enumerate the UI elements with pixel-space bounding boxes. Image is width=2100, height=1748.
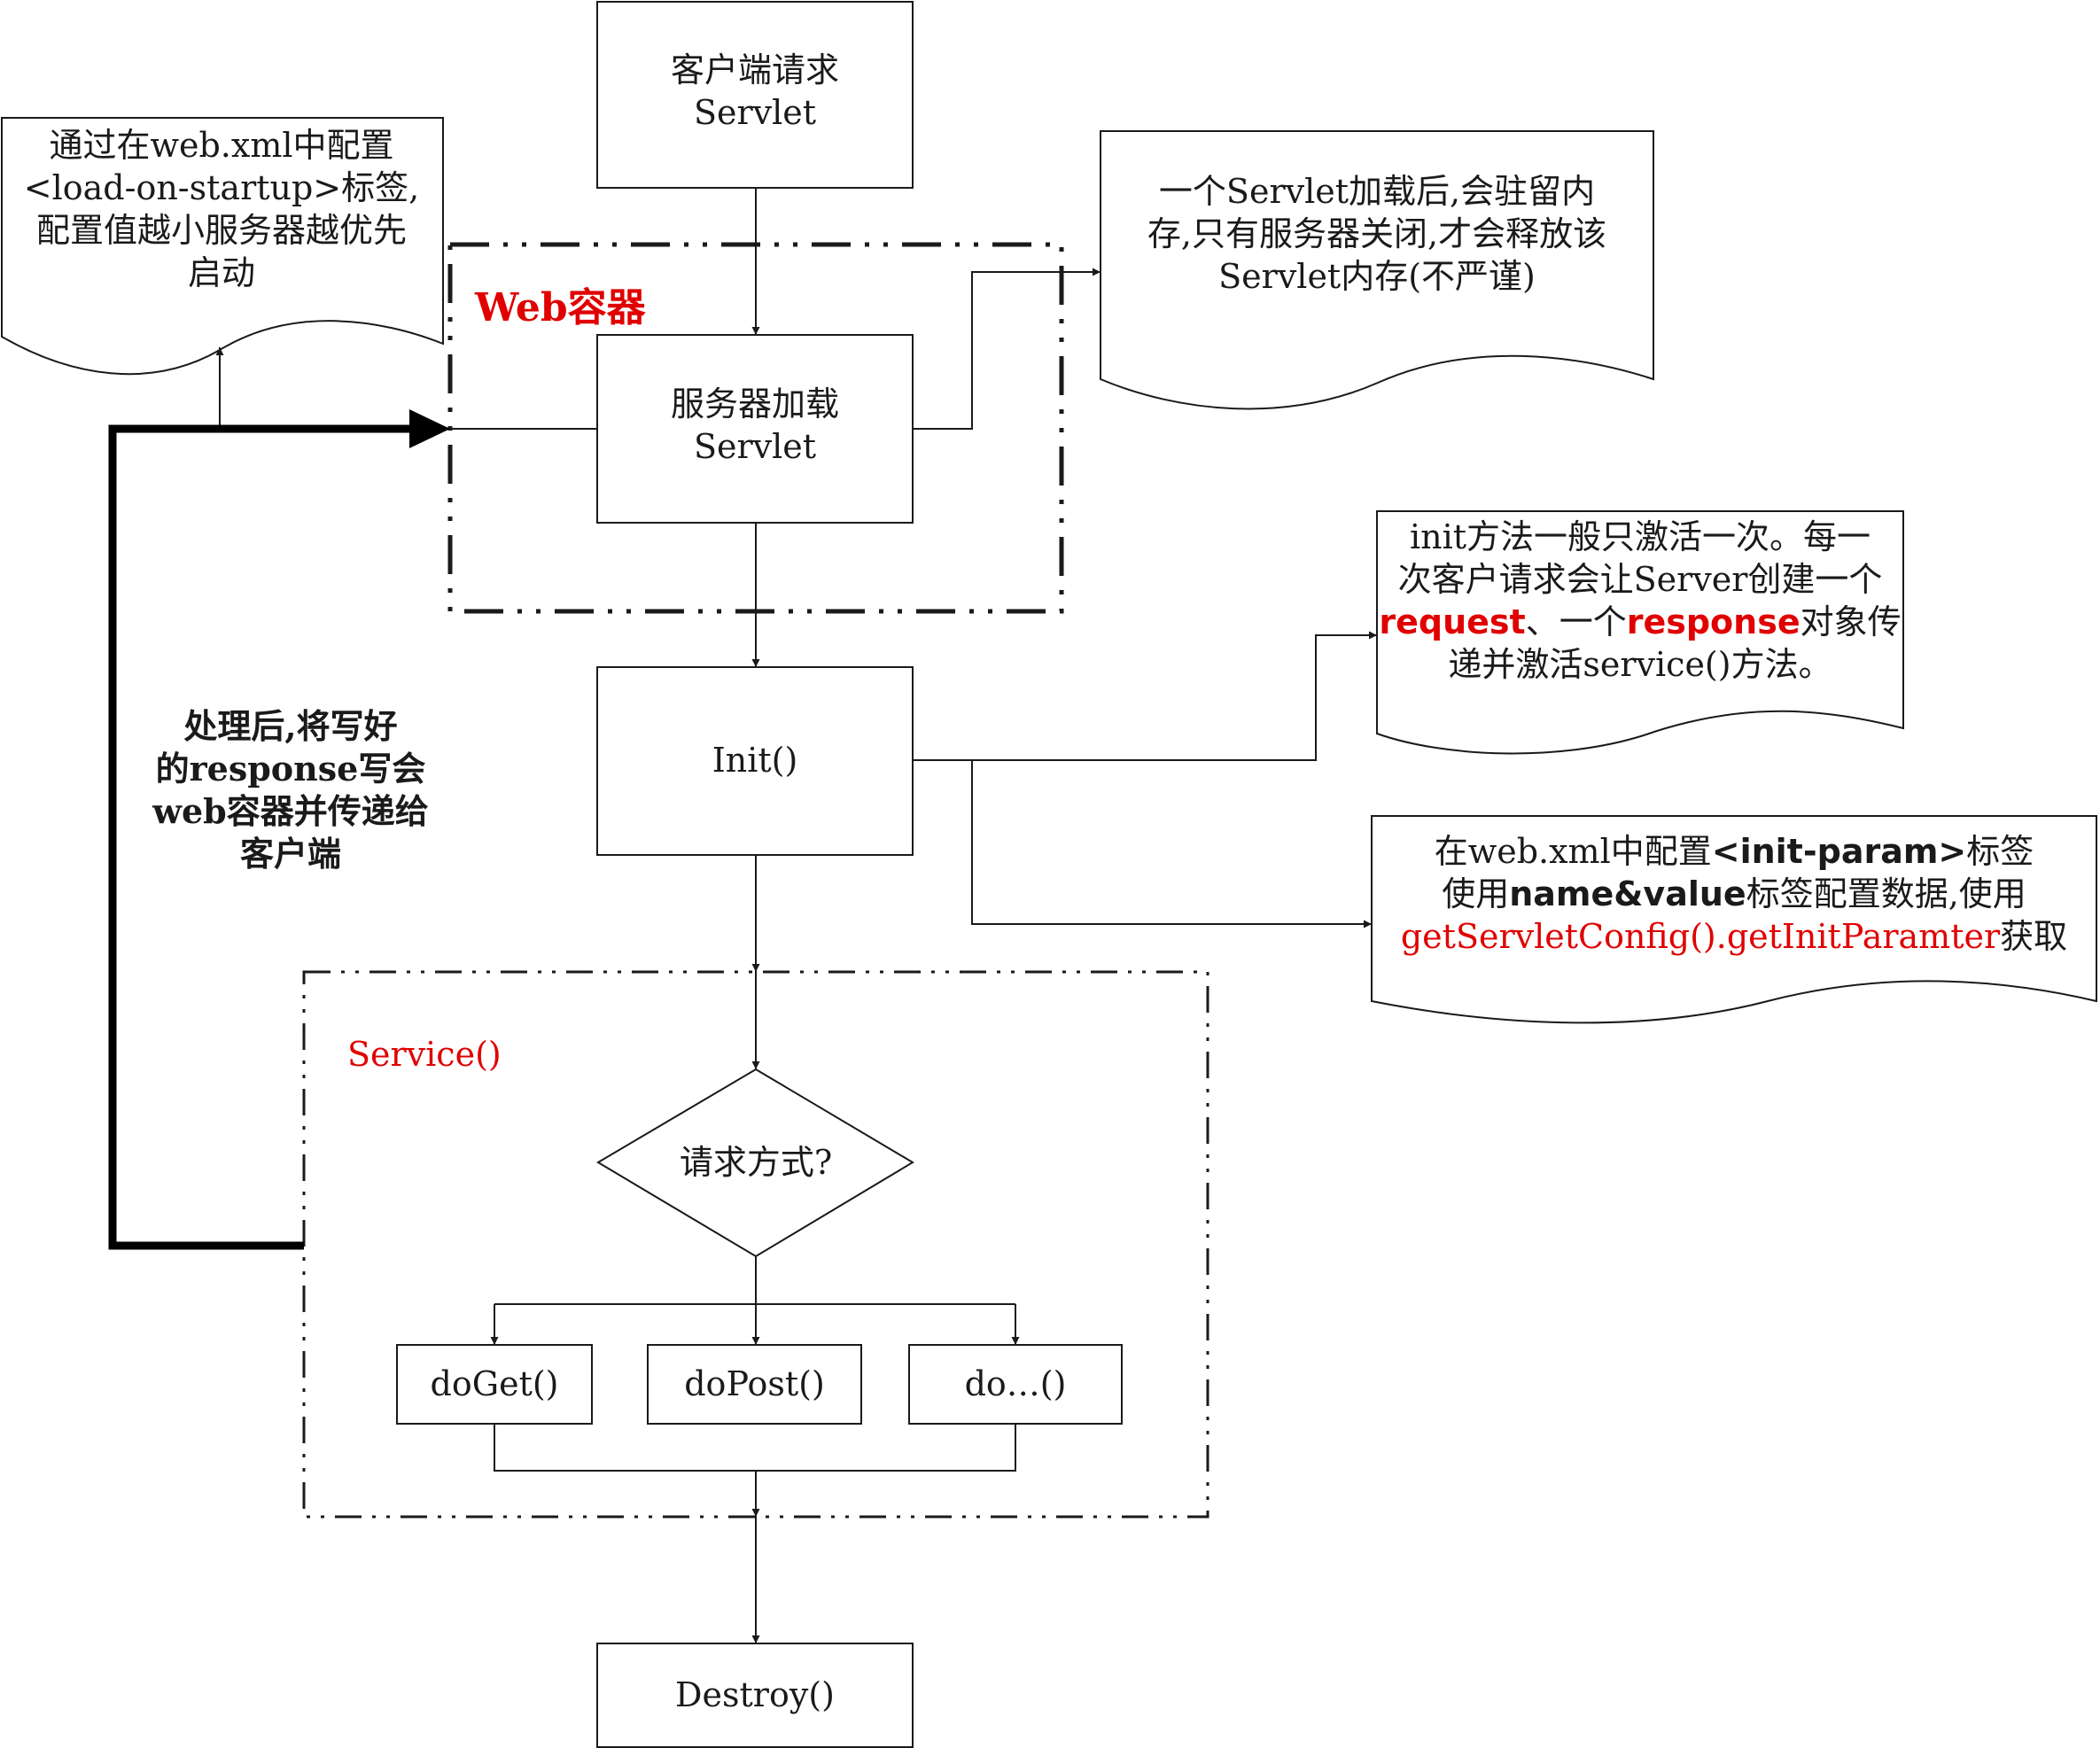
- init-param-line2-post: 标签配置数据,使用: [1746, 874, 2026, 913]
- response-keyword: response: [1626, 602, 1801, 641]
- client-request-box: [596, 1, 914, 189]
- destroy-box: [596, 1643, 914, 1748]
- merge-doget: [494, 1424, 1016, 1472]
- init-param-line2-pre: 使用: [1442, 874, 1510, 913]
- do-other-box: [908, 1344, 1123, 1425]
- service-title: Service(): [347, 1035, 502, 1074]
- note-init-once-shape: [1376, 510, 1904, 755]
- init-param-line1-post: 标签: [1966, 832, 2034, 871]
- startup-line3: 配置值越小服务器越优先: [35, 211, 407, 250]
- web-container-title: Web容器: [475, 285, 646, 330]
- dopost-box: [647, 1344, 862, 1425]
- memory-line1: 一个Servlet加载后,会驻留内: [1158, 172, 1596, 211]
- decision-label: 请求方式?: [679, 1143, 833, 1182]
- arrow-init-to-once-note: [913, 631, 1377, 761]
- init-once-line4: 递并激活service()方法。: [1448, 645, 1832, 684]
- destroy-label: Destroy(): [675, 1675, 835, 1714]
- note-init-param-text: 在web.xml中配置<init-param>标签 使用name&value标签…: [1373, 830, 2095, 958]
- init-label: Init(): [712, 741, 798, 780]
- server-load-label: 服务器加载 Servlet: [597, 383, 913, 468]
- response-back-line2: 的response写会: [155, 749, 426, 789]
- note-memory-text: 一个Servlet加载后,会驻留内 存,只有服务器关闭,才会释放该 Servle…: [1102, 170, 1652, 298]
- arrow-load-to-memory-note: [913, 268, 1101, 430]
- response-back-line3: web容器并传递给: [152, 791, 429, 831]
- init-once-line3-tail: 对象传: [1800, 602, 1902, 641]
- server-load-line2: Servlet: [693, 427, 817, 466]
- client-request-line1: 客户端请求: [670, 50, 839, 89]
- init-param-tag: <init-param>: [1711, 832, 1967, 871]
- response-return-arrowhead: [409, 409, 450, 448]
- init-once-line2: 次客户请求会让Server创建一个: [1397, 560, 1883, 599]
- note-memory-shape: [1100, 130, 1654, 410]
- request-keyword: request: [1379, 602, 1526, 641]
- startup-line2: <load-on-startup>标签,: [23, 168, 420, 207]
- note-load-on-startup-text: 通过在web.xml中配置 <load-on-startup>标签, 配置值越小…: [2, 124, 441, 294]
- init-param-line3: getServletConfig().getInitParamter获取: [1373, 915, 2095, 958]
- startup-line4: 启动: [187, 253, 255, 292]
- init-param-line1-pre: 在web.xml中配置: [1434, 832, 1712, 871]
- startup-line1: 通过在web.xml中配置: [49, 126, 394, 165]
- init-param-line1: 在web.xml中配置<init-param>标签: [1373, 830, 2095, 873]
- do-other-label: do…(): [964, 1364, 1067, 1403]
- init-once-line3: request、一个response对象传: [1379, 601, 1902, 643]
- client-request-line2: Servlet: [693, 93, 817, 132]
- init-param-line3-post: 获取: [2000, 917, 2068, 956]
- response-back-text: 处理后,将写好 的response写会 web容器并传递给 客户端: [133, 705, 448, 875]
- response-return-path: [108, 424, 416, 1250]
- memory-line2: 存,只有服务器关闭,才会释放该: [1147, 214, 1607, 253]
- note-init-once-text: init方法一般只激活一次。每一 次客户请求会让Server创建一个 reque…: [1379, 516, 1902, 686]
- doget-label: doGet(): [430, 1364, 559, 1403]
- server-load-line1: 服务器加载: [670, 385, 839, 423]
- arrow-init-to-param-note: [971, 760, 1372, 928]
- doget-box: [396, 1344, 593, 1425]
- init-param-line2: 使用name&value标签配置数据,使用: [1373, 873, 2095, 915]
- response-back-line1: 处理后,将写好: [183, 706, 398, 746]
- dopost-label: doPost(): [684, 1364, 825, 1403]
- response-back-line4: 客户端: [239, 834, 341, 874]
- memory-line3: Servlet内存(不严谨): [1218, 257, 1536, 296]
- get-init-param-method: getServletConfig().getInitParamter: [1400, 917, 2001, 956]
- name-value-keyword: name&value: [1509, 874, 1746, 913]
- init-once-line3-mid: 、一个: [1525, 602, 1627, 641]
- init-once-line1: init方法一般只激活一次。每一: [1409, 517, 1871, 556]
- client-request-label: 客户端请求 Servlet: [597, 49, 913, 134]
- server-load-box: [596, 334, 914, 524]
- note-init-param-shape: [1371, 815, 2097, 1024]
